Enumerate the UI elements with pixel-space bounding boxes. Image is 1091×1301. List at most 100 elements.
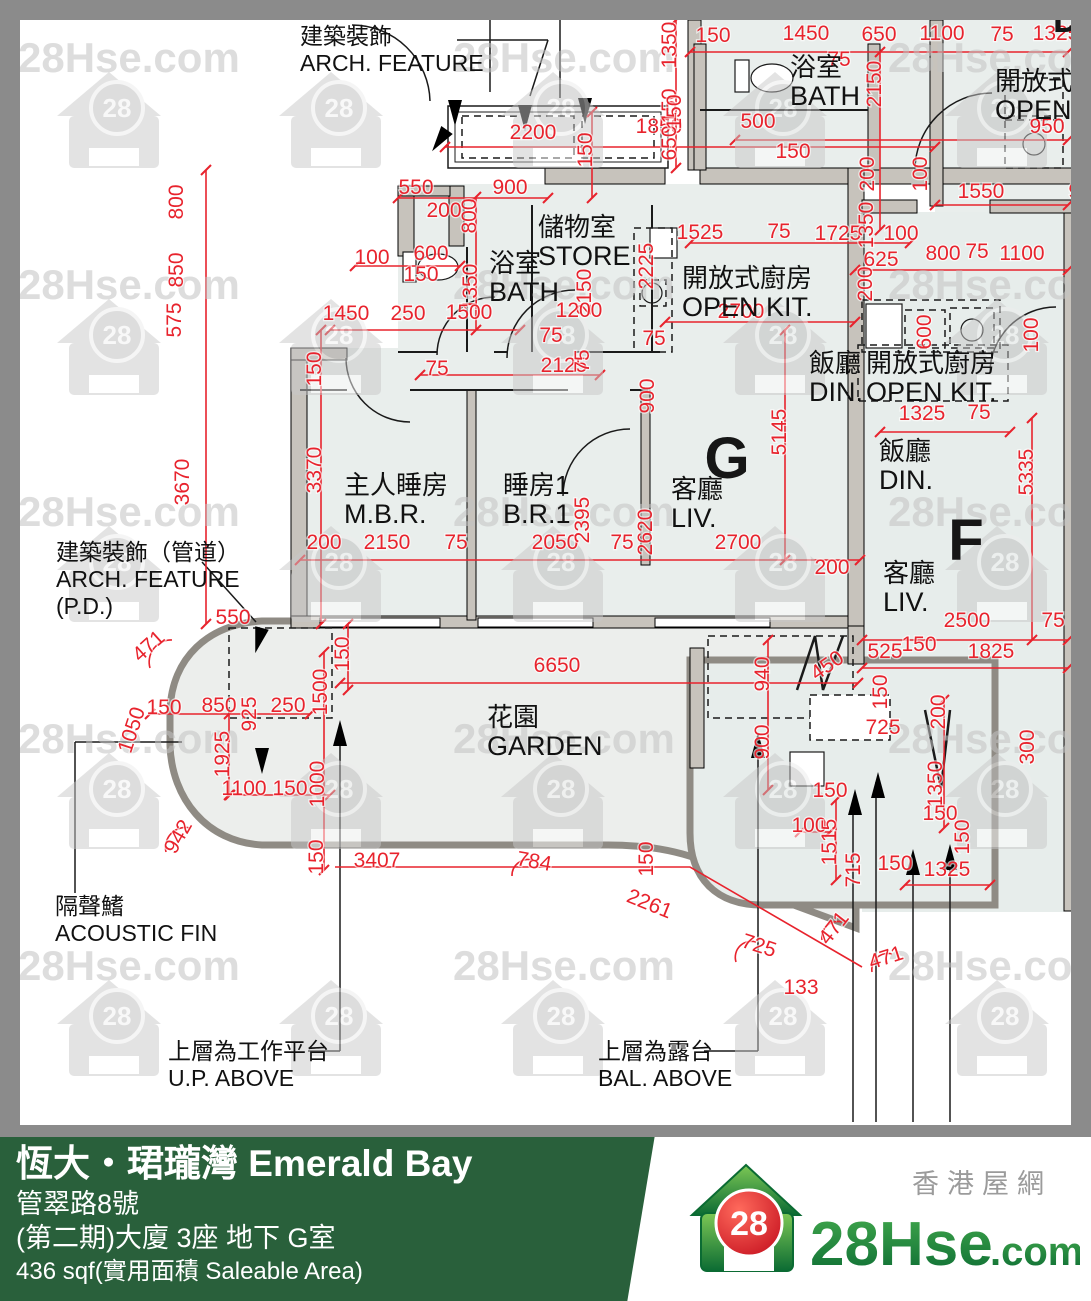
dimension-label: 133 (783, 976, 818, 999)
watermark-house-icon: 28 (945, 299, 1049, 395)
annotation-label: 隔聲鰭 (55, 893, 124, 919)
dimension-label: 75 (425, 357, 448, 380)
dimension-label: 1000 (306, 761, 329, 808)
dimension-label: 3670 (171, 459, 194, 506)
room-label-en: BATH (489, 277, 559, 307)
watermark-text: 28Hse.com (888, 34, 1091, 81)
svg-text:28: 28 (325, 1001, 354, 1031)
watermark-text: 28Hse.com (453, 261, 675, 308)
dimension-label: 1500 (446, 301, 493, 324)
dimension-label: 200 (854, 266, 877, 301)
dimension-label: 100 (791, 814, 826, 837)
room-label-zh: 儲物室 (538, 212, 616, 242)
dimension-label: 715 (842, 852, 865, 887)
dimension-label: 800 (925, 242, 960, 265)
watermark-house-icon: 28 (501, 753, 605, 849)
room-label-en: BATH (790, 81, 860, 111)
watermark-house-icon: 28 (501, 72, 605, 168)
listing-info-footer: 恆大・珺瓏灣 Emerald Bay 管翠路8號 (第二期)大廈 3座 地下 G… (0, 1137, 1091, 1301)
dimension-label: 625 (863, 248, 898, 271)
watermark-house-icon: 28 (279, 299, 383, 395)
annotation-label: U.P. ABOVE (168, 1065, 294, 1091)
dimension-label: 600 (413, 242, 448, 265)
dimension-label: 2150 (573, 269, 596, 316)
dimension-label: 100 (1020, 317, 1043, 352)
dimension-label: 1925 (211, 731, 234, 778)
watermark-text: 28Hse.com (888, 715, 1091, 762)
dimension-label: 900 (751, 724, 774, 759)
svg-text:28: 28 (325, 93, 354, 123)
room-label-zh: 開放式廚房 (682, 263, 812, 293)
dimension-label: 150 (951, 819, 974, 854)
logo-name-main: 28Hse (810, 1210, 993, 1279)
svg-text:28: 28 (991, 1001, 1020, 1031)
watermark-house-icon: 28 (945, 72, 1049, 168)
direction-arrow-icon (751, 732, 765, 758)
unit-letter: G (704, 426, 749, 491)
dimension-label: 1515 (818, 819, 841, 866)
dimension-label: 500 (740, 110, 775, 133)
svg-text:28: 28 (325, 774, 354, 804)
direction-arrow-icon (333, 720, 347, 746)
watermark-house-icon: 28 (57, 526, 161, 622)
floor-plan-drawing: 28Hse.com 28Hse.com 28Hse.com 28Hse.com 28Hs… (0, 0, 1091, 1137)
svg-text:28: 28 (991, 93, 1020, 123)
svg-text:28: 28 (103, 93, 132, 123)
site-logo[interactable]: 28 28Hse .com 香港屋網 (660, 1137, 1080, 1301)
dimension-label: 150 (635, 841, 658, 876)
watermark-house-icon: 28 (279, 980, 383, 1076)
direction-arrow-icon (943, 844, 957, 870)
svg-text:28: 28 (547, 320, 576, 350)
dimension-label: 150 (663, 94, 686, 129)
dimension-label: 940 (751, 656, 774, 691)
watermark-house-icon: 28 (945, 753, 1049, 849)
dimension-label: 150 (658, 88, 681, 123)
watermark-house-icon: 28 (501, 980, 605, 1076)
dimension-label: 75 (767, 220, 790, 243)
dimension-label: 1350 (924, 761, 947, 808)
room-label-zh: 浴室 (790, 52, 842, 82)
room-label-zh: 飯廳 (879, 436, 931, 466)
watermark-house-icon: 28 (279, 753, 383, 849)
direction-arrow-icon (848, 789, 862, 815)
room-label-en: DIN. (879, 465, 933, 495)
direction-arrow-icon (906, 849, 920, 875)
annotation-label: ARCH. FEATURE (300, 50, 484, 76)
watermark-text: 28Hse.com (453, 715, 675, 762)
watermark-text: 28Hse.com (18, 715, 240, 762)
dimension-label: 200 (927, 694, 950, 729)
dimension-label: 250 (270, 694, 305, 717)
room-label-zh: 睡房1 (503, 470, 569, 500)
watermark-text: 28Hse.com (18, 942, 240, 989)
dimension-label: 650 (658, 125, 681, 160)
direction-arrow-icon (871, 772, 885, 798)
dimension-label: 925 (238, 696, 261, 731)
dimension-label: 1350 (459, 264, 482, 311)
svg-text:28: 28 (769, 547, 798, 577)
dimension-label: 5145 (768, 409, 791, 456)
dimension-label: 2500 (944, 609, 991, 632)
annotation-label: ACOUSTIC FIN (55, 920, 217, 946)
dimension-label: 2200 (510, 121, 557, 144)
dimension-label: 650 (861, 23, 896, 46)
dimension-label: 75 (967, 401, 990, 424)
svg-text:28: 28 (547, 547, 576, 577)
dimension-label: 75 (965, 240, 988, 263)
dimension-label: 725 (865, 716, 900, 739)
dimension-label: 150 (695, 24, 730, 47)
dimension-label: 150 (775, 140, 810, 163)
svg-text:28: 28 (103, 547, 132, 577)
dimension-label: 300 (1016, 729, 1039, 764)
dimension-label: 150 (403, 263, 438, 286)
dimension-label: 900 (636, 378, 659, 413)
dimension-label: 75 (539, 324, 562, 347)
dimension-label: 525 (867, 640, 902, 663)
room-label-zh: 浴室 (489, 248, 541, 278)
dimension-label: 1850 (636, 115, 683, 138)
watermark-house-icon: 28 (501, 299, 605, 395)
room-label-zh: 主人睡房 (344, 470, 448, 500)
dimension-label: 2700 (718, 300, 765, 323)
watermark-text: 28Hse.com (453, 488, 675, 535)
dimension-label: 800 (165, 184, 188, 219)
svg-text:28: 28 (769, 93, 798, 123)
